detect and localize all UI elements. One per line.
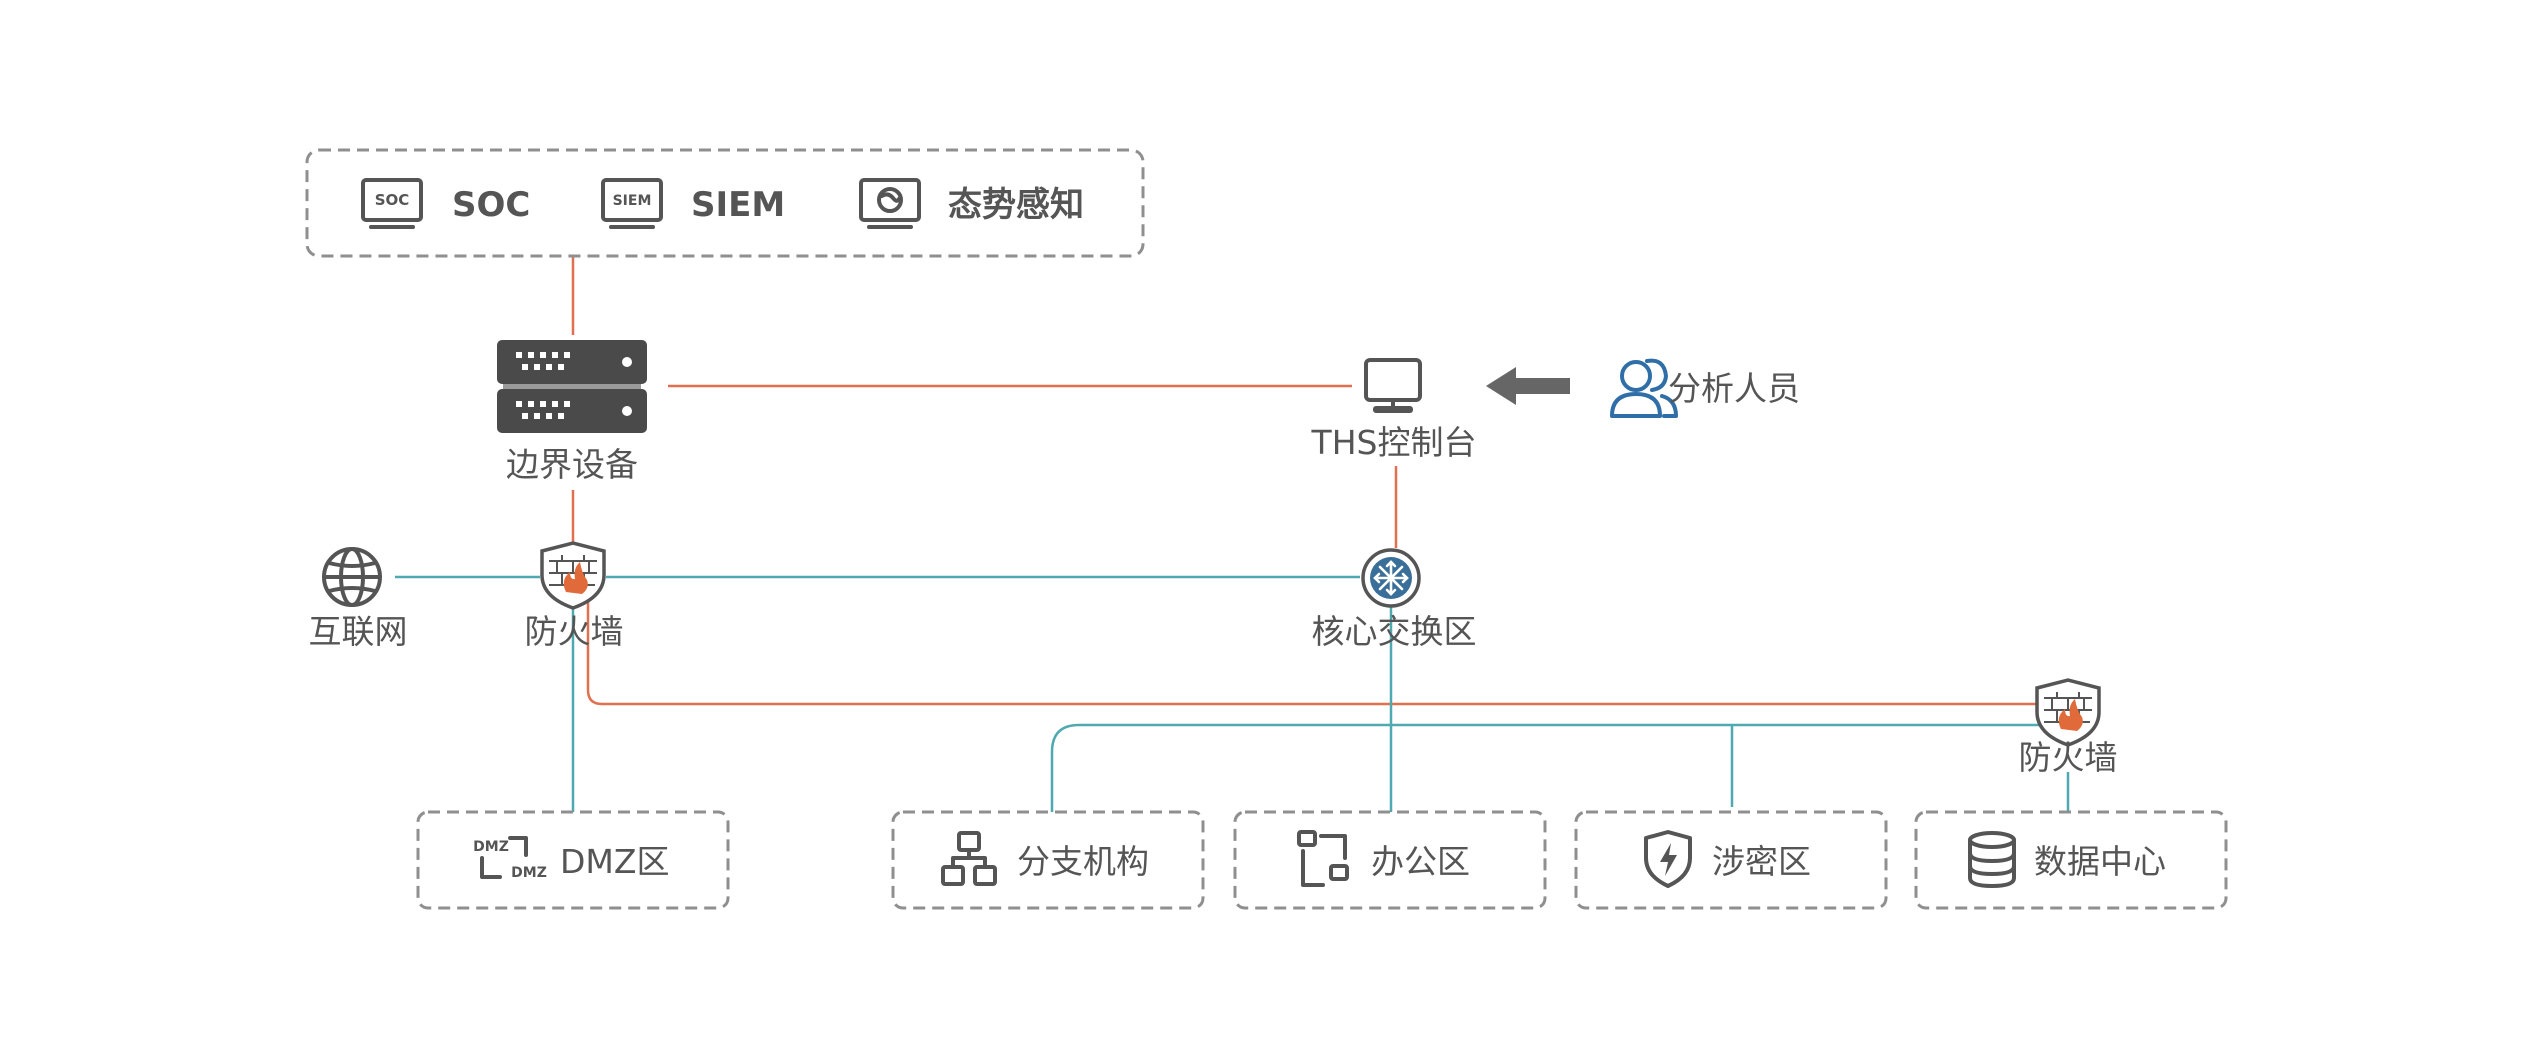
globe-icon — [322, 547, 382, 607]
arrow-left-icon — [1486, 367, 1570, 405]
firewall-main-label: 防火墙 — [525, 612, 624, 651]
siem-item[interactable]: SIEM SIEM — [601, 178, 785, 229]
switch-icon — [1361, 548, 1421, 608]
soc-label: SOC — [452, 185, 530, 225]
soc-monitor-icon: SOC — [361, 178, 423, 229]
situation-monitor-icon — [859, 178, 921, 229]
zone-branch[interactable]: 分支机构 — [891, 810, 1205, 910]
office-icon — [1297, 830, 1349, 887]
zone-branch-box — [891, 810, 1205, 910]
siem-monitor-icon: SIEM — [601, 178, 663, 229]
firewall-icon — [2035, 678, 2101, 747]
dmz-icon-text-top: DMZ — [473, 839, 509, 855]
ths-console-node[interactable]: THS控制台 — [1311, 358, 1477, 462]
link-firewall-to-dc-firewall — [586, 600, 2040, 706]
siem-icon-text: SIEM — [613, 193, 652, 209]
zone-branch-label: 分支机构 — [1017, 842, 1149, 881]
border-device-node[interactable]: 边界设备 — [497, 340, 647, 484]
firewall-dc-node[interactable]: 防火墙 — [2019, 678, 2118, 777]
top-monitor-group: SOC SOC SIEM SIEM 态势感知 — [305, 148, 1145, 258]
dmz-icon-text-bottom: DMZ — [511, 865, 547, 881]
siem-label: SIEM — [691, 185, 785, 225]
zone-dmz-box — [416, 810, 730, 910]
analyst-node[interactable]: 分析人员 — [1610, 358, 1800, 418]
zone-datacenter-label: 数据中心 — [2034, 842, 2166, 881]
firewall-main-node[interactable]: 防火墙 — [525, 541, 624, 651]
analyst-label: 分析人员 — [1668, 369, 1800, 408]
internet-label: 互联网 — [309, 612, 408, 651]
core-switch-label: 核心交换区 — [1312, 612, 1477, 651]
zone-secret-label: 涉密区 — [1712, 842, 1811, 881]
zone-dmz-label: DMZ区 — [560, 842, 670, 881]
zone-office-label: 办公区 — [1371, 842, 1470, 881]
top-group-box — [305, 148, 1145, 258]
zone-secret[interactable]: 涉密区 — [1574, 810, 1888, 910]
zone-office[interactable]: 办公区 — [1233, 810, 1547, 910]
core-switch-node[interactable]: 核心交换区 — [1312, 548, 1477, 651]
soc-item[interactable]: SOC SOC — [361, 178, 530, 229]
situation-item[interactable]: 态势感知 — [859, 178, 1084, 229]
monitor-icon — [1364, 358, 1422, 413]
internet-node[interactable]: 互联网 — [309, 547, 408, 651]
soc-icon-text: SOC — [375, 191, 410, 209]
users-icon — [1610, 358, 1678, 418]
firewall-icon — [540, 541, 606, 610]
server-icon — [497, 340, 647, 433]
database-icon — [1968, 831, 2016, 888]
zone-datacenter[interactable]: 数据中心 — [1914, 810, 2228, 910]
link-branch-to-dc-firewall — [1050, 723, 2040, 812]
firewall-dc-label: 防火墙 — [2019, 738, 2118, 777]
ths-console-label: THS控制台 — [1311, 423, 1477, 462]
dmz-icon: DMZ DMZ — [473, 836, 547, 881]
situation-label: 态势感知 — [948, 185, 1084, 225]
org-tree-icon — [941, 831, 997, 886]
zone-dmz[interactable]: DMZ DMZ DMZ区 — [416, 810, 730, 910]
border-device-label: 边界设备 — [506, 445, 638, 484]
connections — [395, 256, 2070, 812]
shield-bolt-icon — [1644, 830, 1692, 888]
